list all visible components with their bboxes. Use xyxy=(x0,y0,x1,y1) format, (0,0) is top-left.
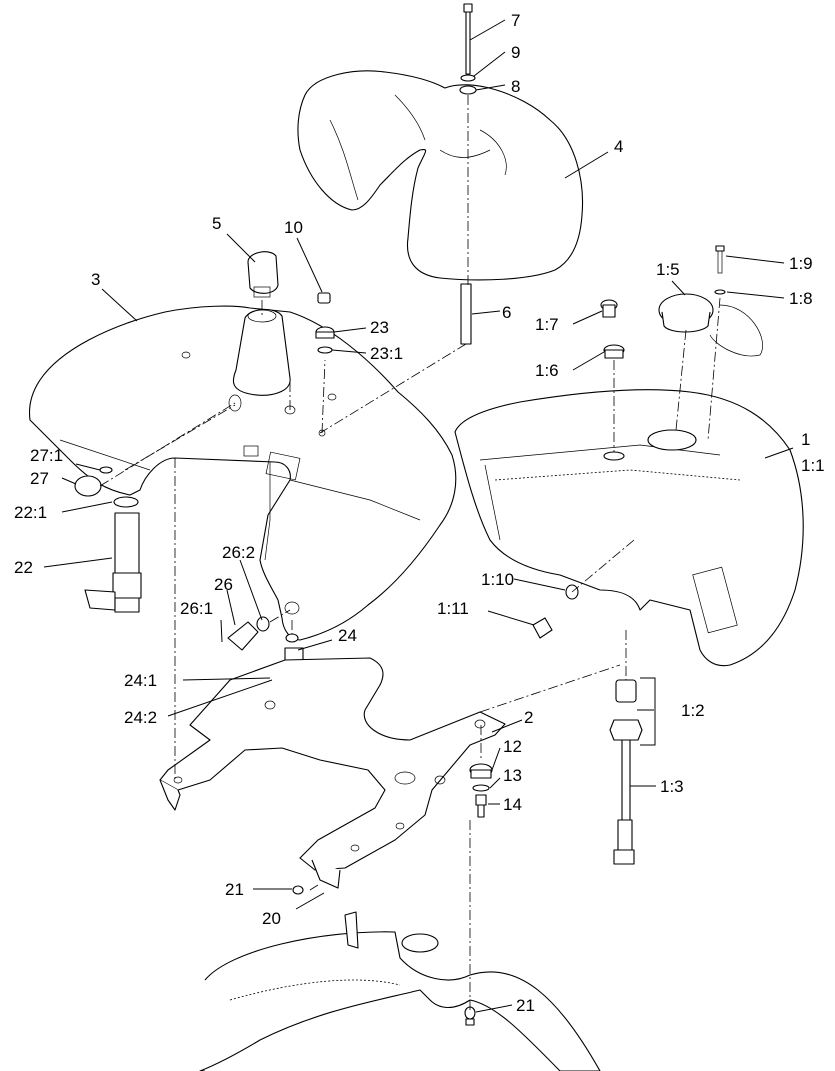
mount-hardware-part xyxy=(469,763,493,818)
callout-2: 2 xyxy=(524,708,533,727)
drain-oring-part xyxy=(99,466,113,474)
callout-4: 4 xyxy=(614,137,623,156)
callout-21-upper: 21 xyxy=(225,880,244,899)
plate-bolt-part xyxy=(292,885,476,1026)
callout-1-3: 1:3 xyxy=(660,777,684,796)
callout-9: 9 xyxy=(511,43,520,62)
callout-24-2: 24:2 xyxy=(124,708,157,727)
callout-22-1: 22:1 xyxy=(14,503,47,522)
callout-10: 10 xyxy=(284,218,303,237)
support-rod-part xyxy=(460,283,472,345)
fender-housing-part xyxy=(28,305,457,641)
callout-1-5: 1:5 xyxy=(656,260,680,279)
callout-1-9: 1:9 xyxy=(789,254,813,273)
callout-1-1: 1:1 xyxy=(801,456,825,475)
callout-26-1: 26:1 xyxy=(180,599,213,618)
callout-27: 27 xyxy=(30,469,49,488)
callout-1: 1 xyxy=(801,430,810,449)
filler-tube-part xyxy=(84,496,142,613)
frame-part xyxy=(199,911,601,1071)
cap-screw-part xyxy=(714,245,726,295)
callout-5: 5 xyxy=(212,214,221,233)
vent-fitting-part xyxy=(600,299,625,359)
callout-20: 20 xyxy=(262,909,281,928)
callout-14: 14 xyxy=(503,795,522,814)
callout-24-1: 24:1 xyxy=(124,671,157,690)
callout-1-7: 1:7 xyxy=(535,315,559,334)
callout-8: 8 xyxy=(511,77,520,96)
callout-24: 24 xyxy=(338,626,357,645)
callout-27-1: 27:1 xyxy=(30,446,63,465)
mounting-plate-part xyxy=(159,657,506,889)
callout-1-10: 1:10 xyxy=(481,570,514,589)
assembly-lines xyxy=(99,95,721,1010)
fuel-elbow-part xyxy=(532,584,579,639)
seat-cover-part xyxy=(297,70,584,281)
callout-21-lower: 21 xyxy=(516,996,535,1015)
callout-6: 6 xyxy=(502,303,511,322)
bolt-stack-part xyxy=(459,3,477,95)
callout-labels: 7 9 8 4 5 10 3 6 23 23:1 1:5 1:9 1:8 1:7… xyxy=(14,11,825,1015)
fuel-tank-part xyxy=(454,389,804,667)
callout-23: 23 xyxy=(370,318,389,337)
callout-26: 26 xyxy=(214,575,233,594)
tank-grommet-part xyxy=(609,679,643,865)
callout-23-1: 23:1 xyxy=(370,344,403,363)
fuel-cap-part xyxy=(658,293,763,357)
callout-1-11: 1:11 xyxy=(437,599,469,618)
callout-1-6: 1:6 xyxy=(535,361,559,380)
drain-cap-part xyxy=(74,475,102,497)
plug-part xyxy=(317,292,331,304)
callout-26-2: 26:2 xyxy=(222,543,255,562)
callout-1-8: 1:8 xyxy=(789,289,813,308)
shift-knob-part xyxy=(247,251,279,298)
callout-12: 12 xyxy=(503,737,522,756)
callout-22: 22 xyxy=(14,558,33,577)
callout-13: 13 xyxy=(503,766,522,785)
callout-3: 3 xyxy=(91,270,100,289)
callout-7: 7 xyxy=(511,11,520,30)
hose-elbow-part xyxy=(227,616,270,651)
leader-lines xyxy=(43,19,794,1013)
callout-1-2: 1:2 xyxy=(681,701,705,720)
